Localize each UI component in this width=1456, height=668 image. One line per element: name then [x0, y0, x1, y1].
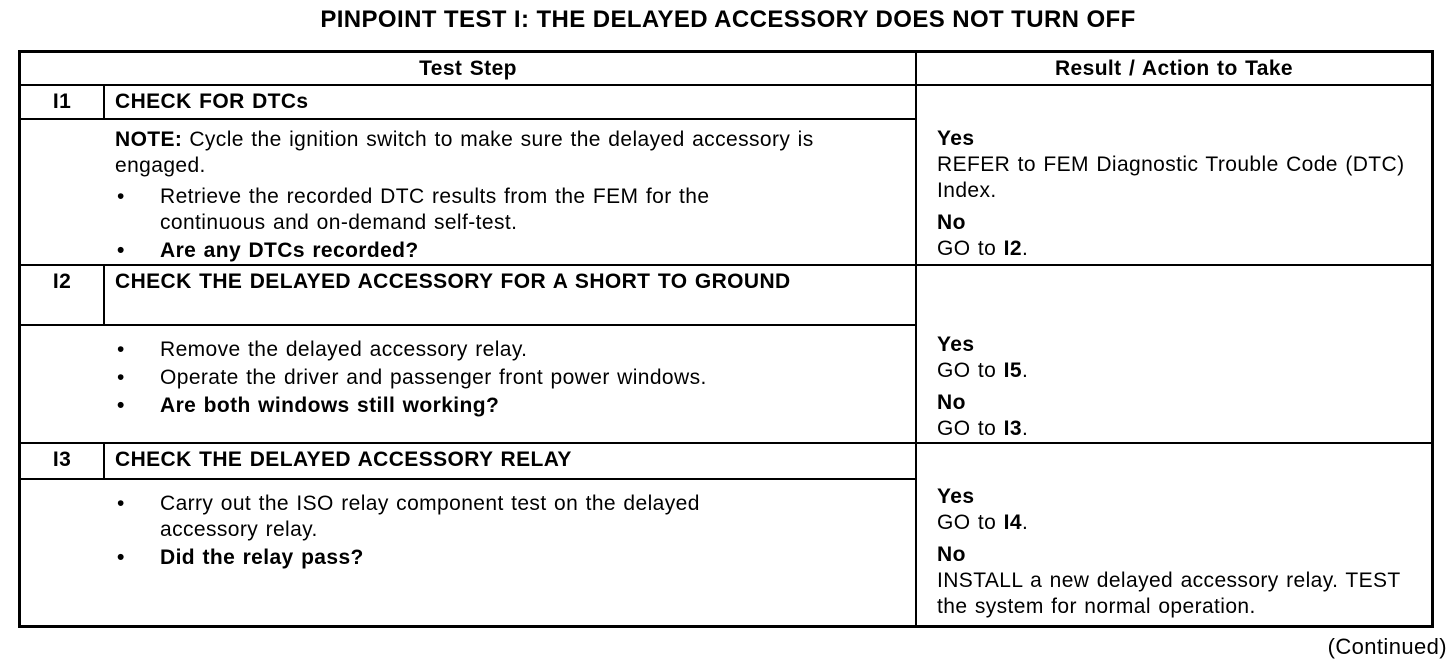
result-yes-block: Yes GO to I5. — [937, 332, 1419, 384]
step-title-text: CHECK FOR DTCs — [115, 90, 309, 113]
result-no-label: No — [937, 211, 966, 234]
step-instructions: Remove the delayed accessory relay. Oper… — [21, 326, 915, 442]
action-text: REFER to FEM Diagnostic Trouble Code (DT… — [937, 153, 1405, 202]
result-no-block: No GO to I3. — [937, 390, 1419, 442]
action-text: GO to — [937, 511, 1004, 534]
result-no-block: No INSTALL a new delayed accessory relay… — [937, 542, 1419, 620]
step-question: Are any DTCs recorded? — [115, 238, 800, 264]
result-no-action: GO to I3. — [937, 416, 1409, 442]
result-cell: Yes GO to I4. No INSTALL a new delayed a… — [915, 444, 1431, 625]
action-text: GO to — [937, 237, 1004, 260]
instruction-item: Remove the delayed accessory relay. — [115, 337, 800, 363]
pinpoint-test-table: Test Step Result / Action to Take I1 CHE… — [18, 50, 1434, 628]
action-step-ref: I3 — [1003, 417, 1022, 440]
step-instructions: NOTE:Cycle the ignition switch to make s… — [21, 120, 915, 266]
action-step-ref: I4 — [1003, 511, 1022, 534]
result-no-label: No — [937, 391, 966, 414]
step-id: I1 — [21, 86, 105, 120]
step-title: CHECK THE DELAYED ACCESSORY RELAY — [105, 444, 915, 480]
action-step-ref: I5 — [1003, 359, 1022, 382]
header-result-action: Result / Action to Take — [915, 53, 1431, 84]
result-yes-action: GO to I4. — [937, 510, 1409, 536]
instruction-list: Remove the delayed accessory relay. Oper… — [115, 337, 907, 419]
test-row-i1: I1 CHECK FOR DTCs NOTE:Cycle the ignitio… — [21, 86, 1431, 266]
continued-label: (Continued) — [1327, 634, 1447, 659]
step-id: I3 — [21, 444, 105, 480]
page-title: PINPOINT TEST I: THE DELAYED ACCESSORY D… — [320, 6, 1136, 33]
note-label: NOTE: — [115, 128, 183, 151]
instruction-item: Carry out the ISO relay component test o… — [115, 491, 800, 543]
result-yes-action: REFER to FEM Diagnostic Trouble Code (DT… — [937, 152, 1409, 204]
step-question: Are both windows still working? — [115, 393, 800, 419]
header-test-step: Test Step — [419, 56, 517, 80]
result-yes-action: GO to I5. — [937, 358, 1409, 384]
result-no-label: No — [937, 543, 966, 566]
action-text-end: . — [1021, 359, 1029, 382]
test-row-i3: I3 CHECK THE DELAYED ACCESSORY RELAY Car… — [21, 444, 1431, 625]
action-text: INSTALL a new delayed accessory relay. T… — [937, 569, 1401, 618]
instruction-list: Retrieve the recorded DTC results from t… — [115, 184, 907, 264]
instruction-item: Operate the driver and passenger front p… — [115, 365, 800, 391]
action-text-end: . — [1021, 511, 1029, 534]
result-yes-label: Yes — [937, 485, 975, 508]
table-header-row: Test Step Result / Action to Take — [21, 53, 1431, 86]
test-row-i2: I2 CHECK THE DELAYED ACCESSORY FOR A SHO… — [21, 266, 1431, 444]
step-title: CHECK THE DELAYED ACCESSORY FOR A SHORT … — [105, 266, 915, 326]
instruction-list: Carry out the ISO relay component test o… — [115, 491, 907, 571]
result-yes-label: Yes — [937, 333, 975, 356]
result-yes-block: Yes REFER to FEM Diagnostic Trouble Code… — [937, 126, 1419, 204]
note-text: Cycle the ignition switch to make sure t… — [115, 128, 814, 177]
step-instructions: Carry out the ISO relay component test o… — [21, 480, 915, 625]
action-text: GO to — [937, 359, 1004, 382]
result-no-block: No GO to I2. — [937, 210, 1419, 262]
step-title: CHECK FOR DTCs — [105, 86, 915, 120]
action-text-end: . — [1021, 237, 1029, 260]
result-cell: Yes GO to I5. No GO to I3. — [915, 266, 1431, 442]
instruction-item: Retrieve the recorded DTC results from t… — [115, 184, 800, 236]
action-text-end: . — [1021, 417, 1029, 440]
step-note: NOTE:Cycle the ignition switch to make s… — [115, 127, 815, 179]
result-yes-block: Yes GO to I4. — [937, 484, 1419, 536]
step-title-text: CHECK THE DELAYED ACCESSORY RELAY — [115, 448, 572, 471]
action-step-ref: I2 — [1003, 237, 1022, 260]
action-text: GO to — [937, 417, 1004, 440]
step-id: I2 — [21, 266, 105, 326]
result-no-action: GO to I2. — [937, 236, 1409, 262]
result-no-action: INSTALL a new delayed accessory relay. T… — [937, 568, 1409, 620]
step-question: Did the relay pass? — [115, 545, 800, 571]
result-yes-label: Yes — [937, 127, 975, 150]
step-title-text: CHECK THE DELAYED ACCESSORY FOR A SHORT … — [115, 270, 791, 293]
result-cell: Yes REFER to FEM Diagnostic Trouble Code… — [915, 86, 1431, 266]
